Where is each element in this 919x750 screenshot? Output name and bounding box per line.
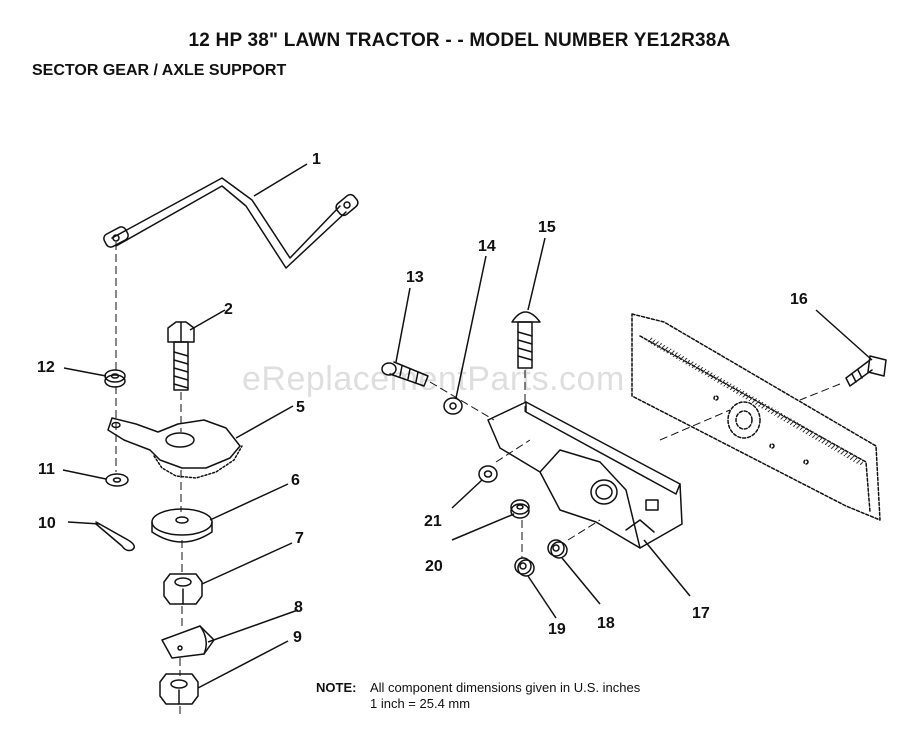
washer-part-14 — [443, 397, 463, 415]
nut-part-20 — [510, 499, 530, 519]
sector-gear-part-5 — [107, 417, 243, 479]
callout-15: 15 — [538, 219, 556, 236]
callout-13: 13 — [406, 269, 424, 286]
note-label: NOTE: — [316, 680, 357, 695]
nut-part-9 — [159, 673, 199, 705]
nut-part-7 — [163, 573, 203, 605]
dimensions-note: NOTE: All component dimensions given in U… — [316, 680, 640, 712]
note-line-2: 1 inch = 25.4 mm — [370, 696, 471, 711]
page-title: 12 HP 38" LAWN TRACTOR - - MODEL NUMBER … — [188, 30, 731, 51]
bolt-part-16 — [845, 355, 887, 387]
callout-18: 18 — [597, 615, 615, 632]
drag-link-part-1 — [103, 177, 359, 269]
assembly-lines — [115, 242, 841, 718]
frame-rail — [631, 313, 881, 521]
callout-1: 1 — [312, 151, 321, 168]
axle-support-bracket-part-17 — [487, 401, 683, 549]
hex-bolt-part-2 — [167, 321, 195, 391]
nut-part-21 — [478, 465, 498, 483]
leader-lines — [62, 163, 873, 689]
section-subtitle: SECTOR GEAR / AXLE SUPPORT — [32, 62, 287, 79]
callout-9: 9 — [293, 629, 302, 646]
callout-17: 17 — [692, 605, 710, 622]
nut-part-18 — [547, 539, 568, 559]
pinion-gear-part-6 — [151, 508, 213, 543]
note-line-1: All component dimensions given in U.S. i… — [370, 680, 641, 695]
callout-6: 6 — [291, 472, 300, 489]
callout-labels: 1 2 5 6 7 8 9 10 11 12 13 14 15 16 17 18… — [37, 151, 808, 646]
cotter-pin-part-10 — [95, 521, 135, 552]
callout-7: 7 — [295, 530, 304, 547]
callout-8: 8 — [294, 599, 303, 616]
callout-14: 14 — [478, 238, 496, 255]
washer-part-11 — [105, 473, 129, 487]
bolt-part-13 — [381, 361, 429, 387]
callout-21: 21 — [424, 513, 442, 530]
callout-12: 12 — [37, 359, 55, 376]
callout-16: 16 — [790, 291, 808, 308]
watermark-text: eReplacementParts.com — [242, 360, 625, 398]
callout-20: 20 — [425, 558, 443, 575]
nut-part-12 — [104, 369, 126, 388]
callout-2: 2 — [224, 301, 233, 318]
nut-part-19 — [514, 557, 535, 577]
callout-11: 11 — [38, 461, 55, 478]
callout-19: 19 — [548, 621, 566, 638]
carriage-bolt-part-15 — [511, 311, 541, 369]
callout-10: 10 — [38, 515, 56, 532]
key-part-8 — [161, 625, 215, 659]
callout-5: 5 — [296, 399, 305, 416]
